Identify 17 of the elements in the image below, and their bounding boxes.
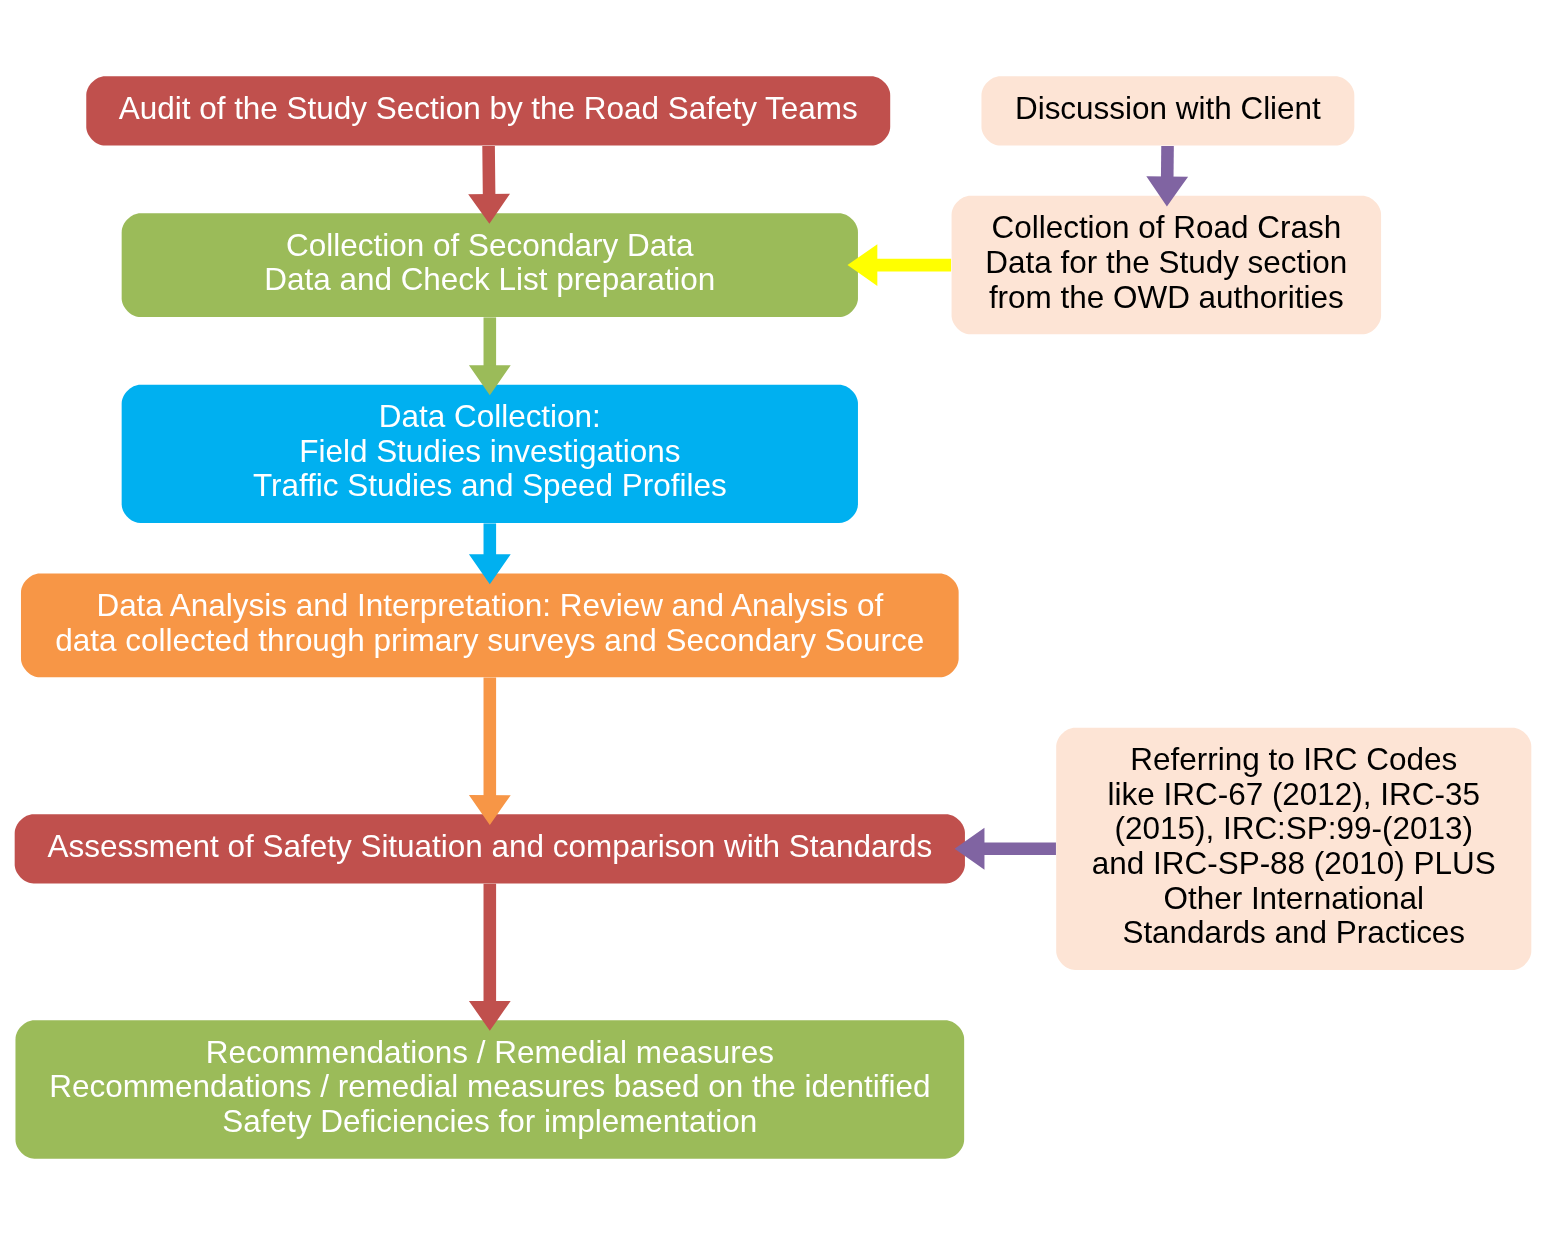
node-box: Data Collection: Field Studies investigations Traffic Studies and Speed Profiles xyxy=(121,384,858,524)
node-box: Collection of Road Crash Data for the Study section from the OWD authorities xyxy=(951,195,1382,335)
node-box: Collection of Secondary Data Data and Check List preparation xyxy=(121,213,858,317)
arrow xyxy=(954,827,1056,870)
node-box: Recommendations / Remedial measures Recommendations / remedial measures based on the identified Safety Deficiencies for implementation xyxy=(15,1020,965,1159)
arrow xyxy=(468,883,511,1031)
arrow xyxy=(1146,145,1189,207)
node-box: Referring to IRC Codes like IRC-67 (2012), IRC-35 (2015), IRC:SP:99-(2013) and IRC-SP-88 (2010) PLUS Other International Standards and Practices xyxy=(1056,727,1532,970)
node-box: Data Analysis and Interpretation: Review and Analysis of data collected through primary surveys and Secondary Source xyxy=(20,573,959,678)
node-box: Audit of the Study Section by the Road Safety Teams xyxy=(86,76,891,146)
arrow xyxy=(468,145,510,224)
arrow xyxy=(468,677,511,825)
arrow xyxy=(847,244,952,286)
arrow xyxy=(468,317,511,396)
arrow xyxy=(468,523,511,585)
node-box: Discussion with Client xyxy=(981,76,1355,146)
node-box: Assessment of Safety Situation and comparison with Standards xyxy=(14,814,965,884)
